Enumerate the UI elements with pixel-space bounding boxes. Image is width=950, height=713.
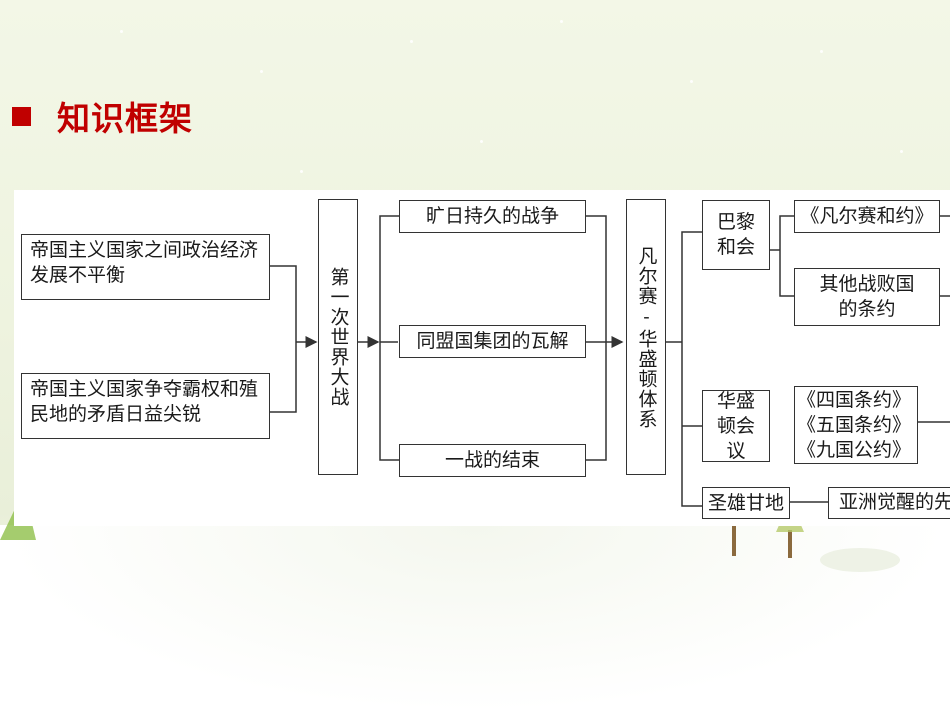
stage-central-powers-collapse: 同盟国集团的瓦解: [399, 325, 586, 358]
stage-war-end: 一战的结束: [399, 444, 586, 477]
washington-treaties-box: 《四国条约》 《五国条约》 《九国公约》: [794, 386, 918, 464]
sparkle: [120, 30, 123, 33]
connector-lines: [270, 215, 950, 507]
wwi-label: 第一次世界大战: [327, 267, 350, 407]
sparkle: [820, 50, 823, 53]
bullet-square-icon: [12, 106, 31, 126]
sparkle: [410, 40, 413, 43]
sparkle: [560, 20, 563, 23]
wwi-box: 第一次世界大战: [318, 199, 358, 475]
system-label: 凡尔赛-华盛顿体系: [635, 245, 658, 429]
treaty-other-defeated: 其他战败国的条约: [794, 268, 940, 326]
paris-conference-box: 巴黎和会: [702, 200, 770, 270]
stage-prolonged-war: 旷日持久的战争: [399, 200, 586, 233]
treaty-versailles: 《凡尔赛和约》: [794, 200, 940, 233]
treaty-four-power: 《四国条约》: [797, 389, 912, 411]
page-title: 知识框架: [57, 99, 193, 138]
treaty-five-power: 《五国条约》: [797, 414, 912, 436]
gandhi-box: 圣雄甘地: [702, 487, 790, 519]
cause-colonial-rivalry: 帝国主义国家争夺霸权和殖民地的矛盾日益尖锐: [21, 373, 270, 439]
treaty-nine-power: 《九国公约》: [797, 439, 912, 461]
versailles-washington-system-box: 凡尔赛-华盛顿体系: [626, 199, 666, 475]
sparkle: [480, 140, 483, 143]
sparkle: [690, 80, 693, 83]
sparkle: [300, 170, 303, 173]
sparkle: [260, 70, 263, 73]
cause-economic-imbalance: 帝国主义国家之间政治经济发展不平衡: [21, 234, 270, 300]
sparkle: [900, 150, 903, 153]
section-header: 知识框架: [12, 92, 193, 140]
knowledge-framework-diagram: 帝国主义国家之间政治经济发展不平衡 帝国主义国家争夺霸权和殖民地的矛盾日益尖锐 …: [14, 190, 950, 526]
washington-conference-box: 华盛顿会议: [702, 390, 770, 462]
asia-awakening-box: 亚洲觉醒的先: [828, 487, 950, 519]
